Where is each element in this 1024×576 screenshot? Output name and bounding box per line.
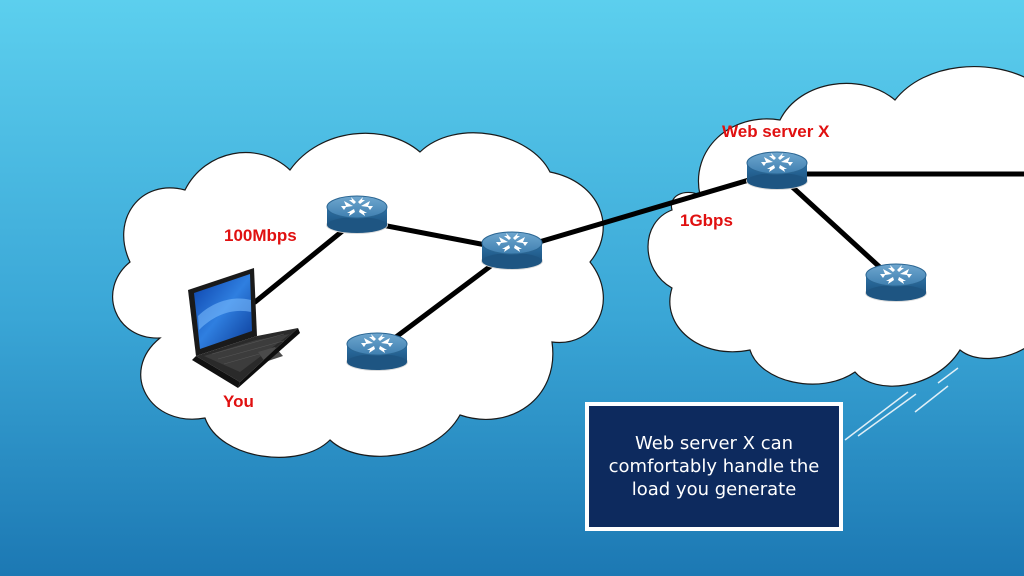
web-server-label: Web server X xyxy=(722,122,830,141)
router-icon xyxy=(325,195,389,235)
callout-text: Web server X can comfortably handle the … xyxy=(608,433,820,500)
accent-lines xyxy=(844,367,959,441)
router-icon xyxy=(345,332,409,372)
laptop-icon xyxy=(188,268,300,388)
router-icon xyxy=(864,263,928,303)
speed-100mbps-label: 100Mbps xyxy=(224,226,297,245)
callout-box: Web server X can comfortably handle the … xyxy=(585,402,843,531)
you-label: You xyxy=(223,392,254,411)
router-icon xyxy=(480,231,544,271)
speed-1gbps-label: 1Gbps xyxy=(680,211,733,230)
router-icon xyxy=(745,151,809,191)
